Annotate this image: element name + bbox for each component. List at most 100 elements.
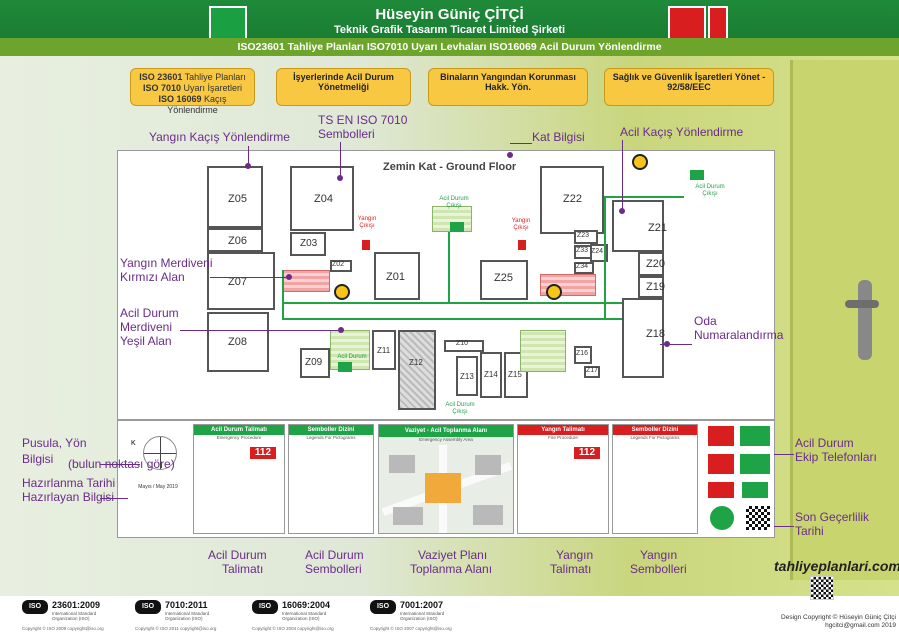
room-label: Z33 bbox=[576, 247, 589, 254]
team-fire-icon bbox=[706, 452, 736, 476]
design-copyright: Design Copyright © Hüseyin Güniç Çitçi h… bbox=[781, 614, 896, 629]
you-are-here-icon bbox=[632, 154, 648, 170]
room-label: Z04 bbox=[314, 193, 333, 205]
room-label: Z16 bbox=[576, 350, 589, 357]
room-z14 bbox=[480, 352, 502, 398]
regulation-box-fire: Binaların Yangından Korunması Hakk. Yön. bbox=[428, 68, 588, 106]
callout-line bbox=[622, 140, 623, 210]
callout-emergency-escape: Acil Kaçış Yönlendirme bbox=[620, 125, 744, 139]
escape-route bbox=[448, 232, 450, 302]
room-z25 bbox=[480, 260, 528, 300]
callout-fire-instr-2: Talimatı bbox=[550, 562, 592, 576]
emergency-phone: 112 bbox=[250, 447, 276, 459]
callout-line bbox=[210, 277, 290, 278]
room-label: Z23 bbox=[577, 232, 590, 239]
room-label: Z05 bbox=[228, 193, 247, 205]
room-label: Z14 bbox=[484, 370, 498, 379]
emergency-exit-label: Acil Durum Çıkışı bbox=[695, 184, 725, 197]
callout-em-sym-2: Sembolleri bbox=[305, 562, 362, 576]
company-subtitle: Teknik Grafik Tasarım Ticaret Limited Şi… bbox=[333, 24, 566, 36]
floor-title: Zemin Kat - Ground Floor bbox=[383, 161, 517, 173]
fire-symbols-panel: Semboller Dizini Legends For Pictograms bbox=[612, 424, 698, 534]
regulation-box-workplace: İşyerlerinde Acil Durum Yönetmeliği bbox=[276, 68, 411, 106]
fire-exit-icon bbox=[362, 240, 370, 250]
callout-em-instr-1: Acil Durum bbox=[208, 548, 267, 562]
room-label: Z09 bbox=[305, 357, 323, 368]
room-label: Z12 bbox=[409, 358, 423, 367]
door-handle bbox=[845, 300, 879, 308]
callout-room-1: Oda bbox=[694, 314, 717, 328]
callout-line bbox=[248, 146, 249, 166]
room-z02 bbox=[330, 260, 352, 272]
room-z10 bbox=[444, 340, 484, 352]
emergency-label: Acil Durum bbox=[337, 354, 367, 360]
qr-code-icon bbox=[744, 504, 772, 532]
emergency-exit-icon bbox=[690, 170, 704, 180]
escape-route bbox=[604, 196, 606, 318]
team-firstaid-icon bbox=[738, 424, 772, 448]
fire-procedure-panel: Yangın Talimatı Fire Procedure 112 bbox=[517, 424, 609, 534]
callout-ts-en-2: Sembolleri bbox=[318, 127, 375, 141]
emergency-exit-icon bbox=[450, 222, 464, 232]
callout-prep-1: Hazırlanma Tarihi bbox=[22, 476, 116, 490]
room-label: Z03 bbox=[300, 238, 318, 249]
room-label: Z20 bbox=[646, 258, 665, 270]
room-z12 bbox=[398, 330, 436, 410]
running-exit-icon bbox=[209, 6, 247, 42]
callout-fire-escape: Yangın Kaçış Yönlendirme bbox=[149, 130, 290, 144]
room-label: Z15 bbox=[508, 370, 522, 379]
room-z15 bbox=[504, 352, 528, 398]
callout-validity-2: Tarihi bbox=[795, 524, 824, 538]
you-are-here-icon bbox=[334, 284, 350, 300]
room-z04 bbox=[290, 166, 354, 231]
callout-line bbox=[660, 344, 692, 345]
room-label: Z10 bbox=[456, 340, 469, 347]
callout-line bbox=[100, 464, 140, 465]
room-label: Z21 bbox=[648, 222, 667, 234]
escape-route bbox=[604, 196, 684, 198]
callout-room-2: Numaralandırma bbox=[694, 328, 784, 342]
room-label: Z07 bbox=[228, 276, 247, 288]
room-z09 bbox=[300, 348, 330, 378]
callout-floor-info: Kat Bilgisi bbox=[532, 130, 585, 144]
room-z20 bbox=[638, 252, 664, 276]
escape-route bbox=[282, 302, 622, 304]
you-are-here-icon bbox=[546, 284, 562, 300]
emergency-symbols-panel: Semboller Dizini Legends For Pictograms bbox=[288, 424, 374, 534]
callout-line bbox=[774, 454, 794, 455]
callout-dot bbox=[245, 163, 251, 169]
callout-site-1: Vaziyet Planı bbox=[418, 548, 488, 562]
callout-compass-1: Pusula, Yön bbox=[22, 436, 87, 450]
callout-line bbox=[100, 498, 128, 499]
website-link[interactable]: tahliyeplanlari.com bbox=[774, 558, 899, 574]
door-handle-plate bbox=[858, 280, 872, 360]
room-z17 bbox=[584, 366, 600, 378]
room-z24 bbox=[590, 244, 608, 262]
escape-route bbox=[282, 318, 622, 320]
team-rescue-icon bbox=[738, 452, 772, 476]
room-label: Z13 bbox=[460, 372, 474, 381]
callout-line bbox=[340, 142, 341, 178]
escape-route bbox=[282, 270, 284, 320]
callout-em-instr-2: Talimatı bbox=[222, 562, 264, 576]
company-title: Hüseyin Güniç ÇİTÇİ bbox=[375, 6, 524, 23]
room-label: Z08 bbox=[228, 336, 247, 348]
room-label: Z22 bbox=[563, 193, 582, 205]
callout-line bbox=[510, 143, 532, 144]
room-z03 bbox=[290, 232, 326, 256]
callout-dot bbox=[664, 341, 670, 347]
callout-dot bbox=[507, 152, 513, 158]
callout-red-stair-1: Yangın Merdiveni bbox=[120, 256, 213, 270]
room-label: Z25 bbox=[494, 272, 513, 284]
callout-dot bbox=[619, 208, 625, 214]
callout-ts-en-1: TS EN ISO 7010 bbox=[318, 113, 408, 127]
room-label: Z02 bbox=[332, 261, 345, 268]
room-label: Z11 bbox=[377, 346, 391, 355]
compass-north-label: K bbox=[131, 440, 136, 447]
callout-line bbox=[774, 526, 794, 527]
fire-exit-icon bbox=[668, 6, 706, 42]
room-z16 bbox=[574, 346, 592, 364]
room-z19 bbox=[638, 276, 664, 298]
qr-code-icon bbox=[810, 576, 834, 600]
emergency-procedure-panel: Acil Durum Talimatı Emergency Procedure … bbox=[193, 424, 285, 534]
